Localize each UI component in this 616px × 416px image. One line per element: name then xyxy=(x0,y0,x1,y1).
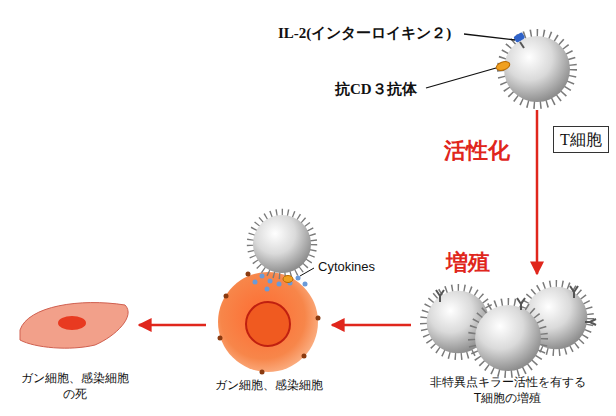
t-cell xyxy=(472,302,544,374)
caption-text: ガン細胞、感染細胞 の死 xyxy=(21,371,129,402)
step-label: 活性化 xyxy=(444,136,510,166)
callout-label: 抗CD３抗体 xyxy=(335,80,417,99)
illustration-area xyxy=(415,278,600,375)
callout-label: Cytokines xyxy=(318,259,375,274)
t-cell-node: T細胞 xyxy=(501,32,573,106)
t-cell xyxy=(250,212,313,275)
cancer-cell-node: ガン細胞、感染細胞 xyxy=(210,270,328,394)
caption-text: 非特異点キラー活性を有する T細胞の増殖 xyxy=(425,375,590,406)
flow-arrow xyxy=(139,324,206,327)
illustration-area xyxy=(210,270,328,378)
flow-arrow xyxy=(332,324,411,327)
receptor-stalk xyxy=(520,42,524,48)
flow-arrow xyxy=(536,110,539,274)
cytokine-dots xyxy=(253,274,308,292)
dead-cell xyxy=(20,303,128,349)
cell-type-box: T細胞 xyxy=(553,126,609,153)
cd3-antibody xyxy=(495,60,511,72)
nucleus xyxy=(58,316,86,330)
cd3-antibody xyxy=(283,276,293,283)
step-label: 増殖 xyxy=(446,248,490,278)
cancer-cell xyxy=(218,272,318,372)
receptor-marks xyxy=(436,286,596,325)
illustration-area xyxy=(15,295,135,371)
t-cell xyxy=(501,33,573,105)
leader-line xyxy=(426,68,496,88)
proliferation-node: 非特異点キラー活性を有する T細胞の増殖 xyxy=(415,278,600,406)
surface-dots xyxy=(218,272,321,375)
dead-cell-node: ガン細胞、感染細胞 の死 xyxy=(15,295,135,402)
nucleus xyxy=(246,302,290,346)
il2-receptor xyxy=(513,32,525,43)
callout-label: IL-2(インターロイキン２) xyxy=(278,24,451,43)
illustration-area xyxy=(501,32,573,106)
caption-text: ガン細胞、感染細胞 xyxy=(210,378,328,394)
leader-line xyxy=(464,34,515,40)
leader-line xyxy=(300,268,314,276)
